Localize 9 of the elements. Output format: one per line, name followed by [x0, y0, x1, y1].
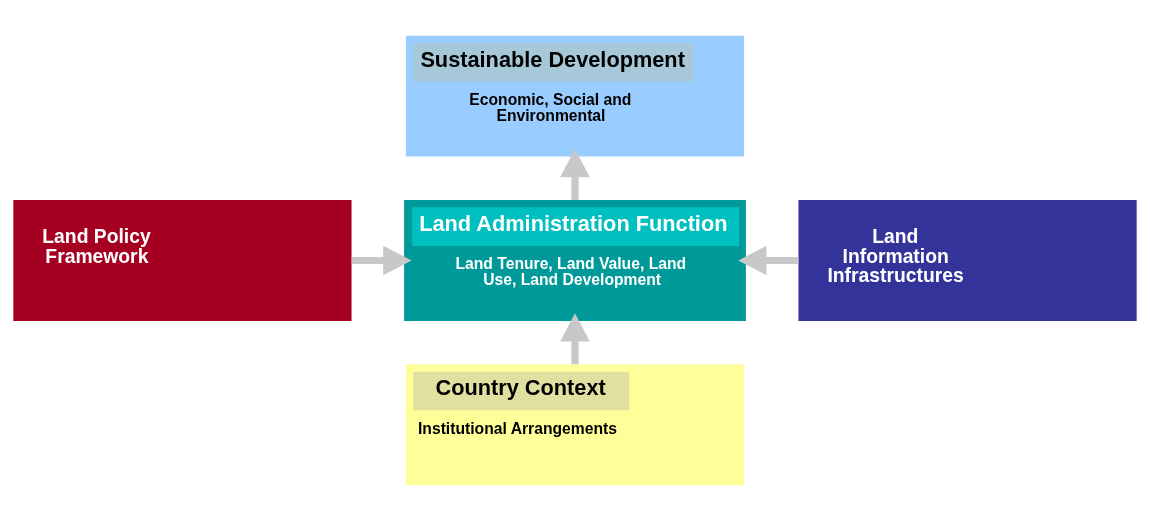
arrow: [738, 245, 799, 276]
arrow: [351, 245, 412, 276]
node-box: Sustainable Development Economic, Social and Environmental: [405, 35, 745, 157]
node-box: Country Context Institutional Arrangements: [405, 364, 745, 486]
arrow: [560, 313, 590, 365]
node-box: Land Information Infrastructures: [798, 200, 1137, 321]
node-box: Land Administration Function Land Tenure, Land Value, Land Use, Land Development: [404, 200, 746, 321]
arrow: [560, 149, 590, 200]
node-box: Land Policy Framework: [13, 200, 352, 321]
